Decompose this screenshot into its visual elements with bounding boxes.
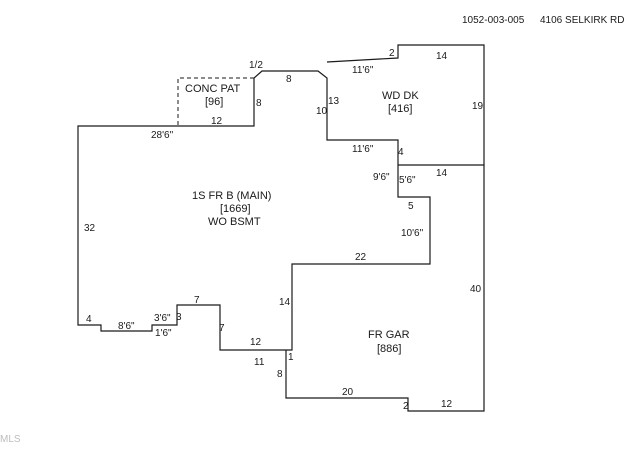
property-address: 4106 SELKIRK RD: [540, 15, 625, 26]
dim-label: 2: [389, 48, 395, 59]
dim-label: 10: [316, 106, 328, 117]
dim-label: 8: [256, 98, 262, 109]
garage-outline: [285, 165, 485, 412]
deck-area: [416]: [388, 103, 412, 115]
dim-label: 3'6": [154, 313, 171, 324]
dim-label: 4: [86, 314, 92, 325]
dim-label: 9'6": [373, 172, 390, 183]
dim-label: 8: [277, 369, 283, 380]
dim-label: 3: [176, 312, 182, 323]
main-label: 1S FR B (MAIN): [192, 190, 271, 202]
dim-label: 1'6": [155, 328, 172, 339]
patio-outline: [177, 77, 254, 126]
dim-label: 4: [398, 147, 404, 158]
dim-label: 11'6": [352, 65, 374, 76]
patio-area: [96]: [205, 96, 223, 108]
dim-label: 2: [403, 401, 409, 412]
dim-label: 7: [219, 323, 225, 334]
dim-label: 28'6": [151, 130, 174, 141]
dim-label: 22: [355, 252, 367, 263]
dim-label: 5: [408, 201, 414, 212]
dim-label: 11: [254, 357, 265, 368]
dim-label: 14: [436, 51, 448, 62]
dim-label: 11'6": [352, 144, 374, 155]
main-area: [1669]: [220, 203, 251, 215]
dim-label: 7: [194, 295, 200, 306]
garage-label: FR GAR: [368, 329, 410, 341]
dim-label: 1: [288, 352, 294, 363]
dim-label: 14: [436, 168, 448, 179]
dim-label: 12: [250, 337, 262, 348]
dim-label: 19: [472, 101, 484, 112]
main-outline: [77, 70, 431, 351]
garage-area: [886]: [377, 343, 401, 355]
dim-label: 10'6": [401, 228, 424, 239]
main-note: WO BSMT: [208, 216, 261, 228]
dim-label: 14: [279, 297, 291, 308]
deck-outline: [326, 44, 485, 166]
dim-label: 5'6": [399, 175, 416, 186]
parcel-id: 1052-003-005: [462, 15, 525, 26]
dim-label: 40: [470, 284, 482, 295]
dim-label: 13: [328, 96, 340, 107]
dim-label: 12: [441, 399, 453, 410]
dim-label: 32: [84, 223, 96, 234]
dim-label: 1/2: [249, 60, 263, 71]
dim-label: 20: [342, 387, 354, 398]
dim-label: 12: [211, 116, 223, 127]
dim-label: 8: [286, 74, 292, 85]
dim-label: 8'6": [118, 321, 135, 332]
mls-watermark: MLS: [0, 434, 21, 445]
deck-label: WD DK: [382, 90, 419, 102]
patio-label: CONC PAT: [185, 83, 240, 95]
